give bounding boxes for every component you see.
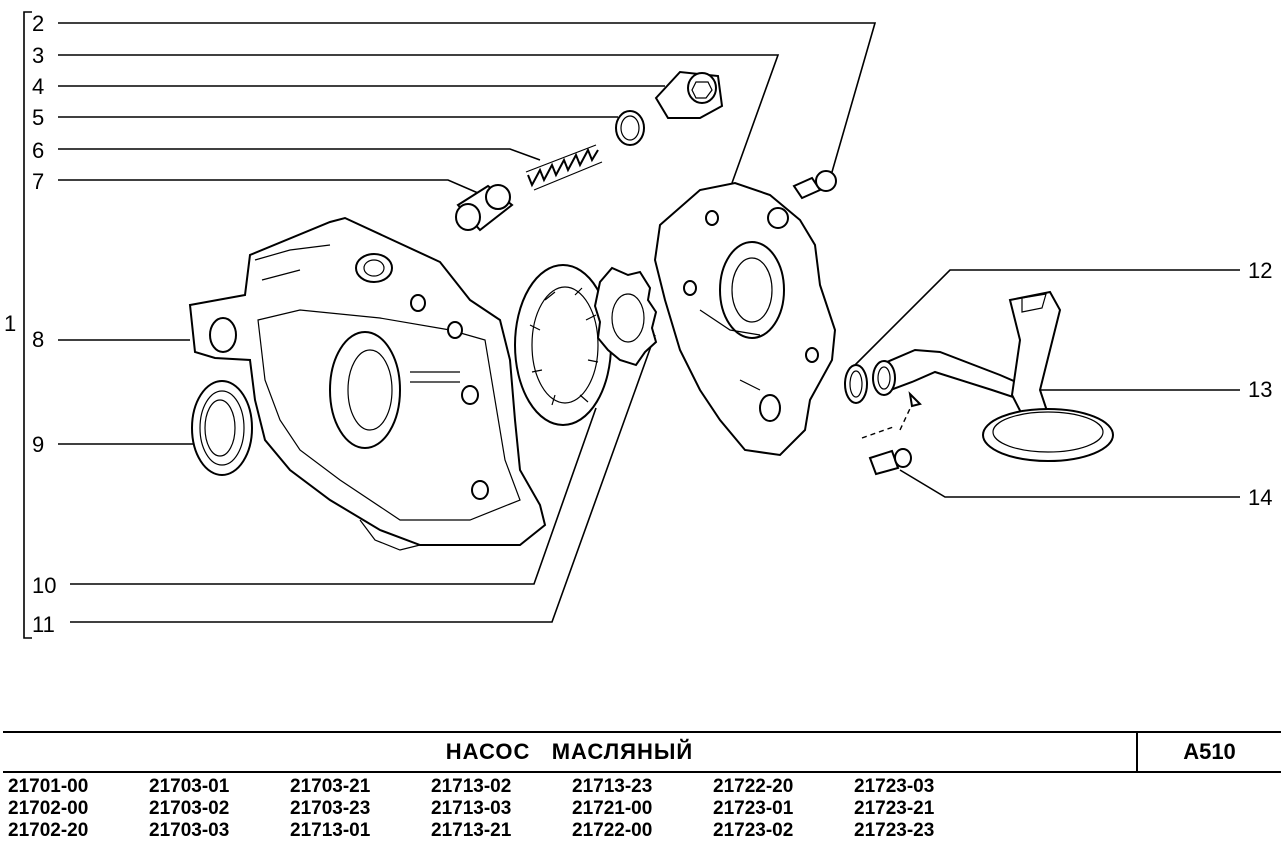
drive-gear <box>593 266 658 367</box>
applicable-models: 21701-00 21703-01 21703-21 21713-02 2171… <box>8 776 1008 844</box>
assembly-arrow-icon <box>861 391 922 439</box>
callout-12: 12 <box>1248 258 1272 283</box>
relief-valve-plunger <box>455 184 514 232</box>
callout-6: 6 <box>32 138 44 163</box>
model-code: 21703-21 <box>290 776 371 797</box>
relief-valve-spring <box>525 144 603 191</box>
callout-13: 13 <box>1248 377 1272 402</box>
callout-7: 7 <box>32 169 44 194</box>
model-code: 21703-03 <box>149 820 230 841</box>
model-code: 21723-03 <box>854 776 935 797</box>
diagram-code: A510 <box>1183 739 1236 764</box>
callout-14: 14 <box>1248 485 1272 510</box>
exploded-parts-diagram: 1 2 3 4 5 6 7 8 9 10 11 12 13 14 <box>4 11 1272 639</box>
model-code: 21713-02 <box>431 776 512 797</box>
model-code: 21703-23 <box>290 798 371 819</box>
model-code: 21713-21 <box>431 820 512 841</box>
callout-5: 5 <box>32 105 44 130</box>
group-bracket <box>23 11 32 639</box>
leader-lines <box>58 22 1240 623</box>
callout-4: 4 <box>32 74 44 99</box>
oil-pickup-strainer <box>872 290 1114 462</box>
callout-2: 2 <box>32 11 44 36</box>
oil-pickup-o-ring <box>844 364 868 404</box>
model-code: 21713-01 <box>290 820 371 841</box>
model-code: 21703-01 <box>149 776 230 797</box>
model-code: 21702-00 <box>8 798 89 819</box>
model-code: 21723-02 <box>713 820 794 841</box>
model-code: 21713-23 <box>572 776 653 797</box>
model-code: 21713-03 <box>431 798 512 819</box>
driven-gear <box>514 264 612 426</box>
callout-1: 1 <box>4 311 16 336</box>
model-code: 21722-20 <box>713 776 794 797</box>
callout-10: 10 <box>32 573 56 598</box>
model-code: 21723-21 <box>854 798 935 819</box>
model-code: 21702-20 <box>8 820 89 841</box>
model-code: 21722-00 <box>572 820 653 841</box>
callout-11: 11 <box>32 612 55 637</box>
pickup-bolt <box>868 448 912 476</box>
pump-housing <box>188 216 547 551</box>
model-code: 21723-01 <box>713 798 794 819</box>
model-code: 21703-02 <box>149 798 230 819</box>
callout-3: 3 <box>32 43 44 68</box>
oil-seal <box>191 380 253 476</box>
housing-bore <box>329 331 401 449</box>
diagram-title: НАСОС МАСЛЯНЫЙ <box>3 733 1138 771</box>
callout-8: 8 <box>32 327 44 352</box>
model-code: 21701-00 <box>8 776 89 797</box>
cover-bolt <box>792 170 837 200</box>
pump-cover <box>653 181 837 457</box>
model-code: 21723-23 <box>854 820 935 841</box>
callout-9: 9 <box>32 432 44 457</box>
title-block: НАСОС МАСЛЯНЫЙ A510 <box>3 731 1281 773</box>
sealing-washer <box>615 110 645 146</box>
relief-valve-plug <box>654 70 724 119</box>
model-code: 21721-00 <box>572 798 653 819</box>
